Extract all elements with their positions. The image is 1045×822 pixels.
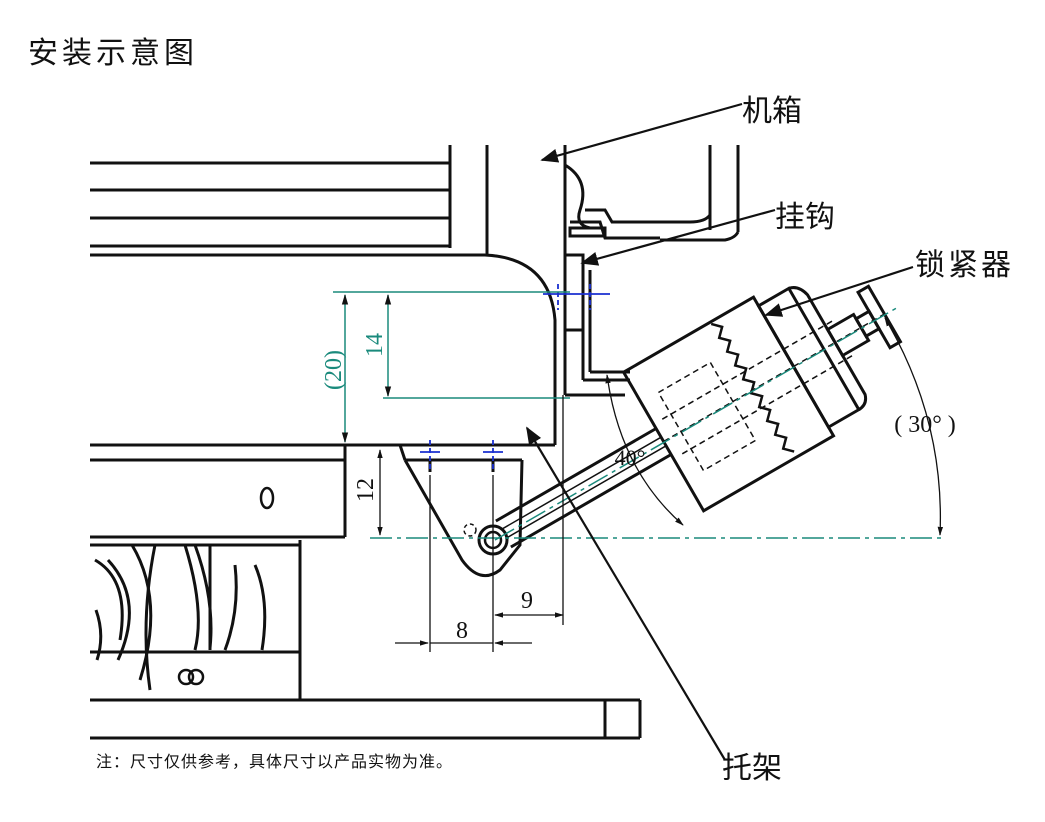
footnote: 注：尺寸仅供参考，具体尺寸以产品实物为准。 xyxy=(96,752,454,771)
dim-20: (20) xyxy=(321,350,347,390)
bracket-part xyxy=(398,443,525,578)
page-title: 安装示意图 xyxy=(28,36,198,71)
leader-lines xyxy=(526,102,914,761)
spring-coils xyxy=(94,544,267,691)
bracket-pin xyxy=(463,523,509,556)
dim-14: 14 xyxy=(362,333,388,357)
label-bracket: 托架 xyxy=(722,751,782,786)
center-marks xyxy=(420,284,610,470)
angle-40: 40° xyxy=(615,445,646,470)
equipment-frame xyxy=(90,145,642,740)
label-cabinet: 机箱 xyxy=(742,94,802,129)
angle-30: ( 30° ) xyxy=(894,412,956,438)
dim-8: 8 xyxy=(456,618,468,644)
locker-assembly xyxy=(495,284,903,549)
center-lines xyxy=(370,305,945,541)
dim-9: 9 xyxy=(521,588,533,614)
dim-12: 12 xyxy=(353,478,379,502)
dimension-lines xyxy=(333,291,570,444)
label-locker: 锁紧器 xyxy=(915,248,1014,283)
label-hook: 挂钩 xyxy=(775,200,835,235)
dimension-lines-dark xyxy=(377,317,944,652)
hook-part xyxy=(563,253,630,382)
